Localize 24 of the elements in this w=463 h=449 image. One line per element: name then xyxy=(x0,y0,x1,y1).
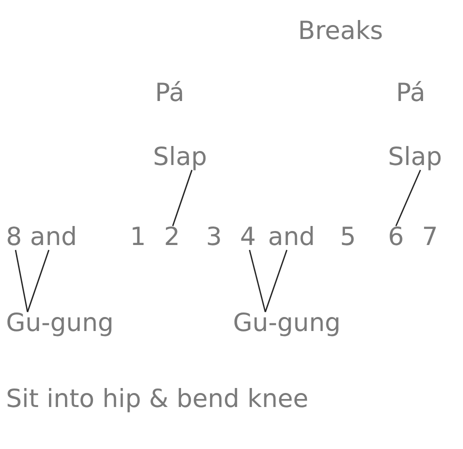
heading: Breaks xyxy=(298,16,384,46)
count-number: 2 xyxy=(164,222,180,252)
count-number: 1 xyxy=(130,222,146,252)
leader-line xyxy=(172,170,192,226)
count-number: 6 xyxy=(388,222,404,252)
leader-line xyxy=(395,170,421,226)
count-number: 5 xyxy=(340,222,356,252)
beat-label: Slap xyxy=(388,142,442,172)
beat-label: Gu-gung xyxy=(233,308,341,338)
count-word: and xyxy=(30,222,78,252)
syllable-label: Pá xyxy=(155,78,184,108)
count-number: 8 xyxy=(6,222,22,252)
beat-label: Slap xyxy=(153,142,208,172)
leader-line xyxy=(14,250,28,312)
count-number: 4 xyxy=(240,222,256,252)
leader-line xyxy=(26,250,50,312)
count-word: and xyxy=(268,222,316,252)
syllable-label: Pá xyxy=(396,78,426,108)
count-number: 3 xyxy=(206,222,222,252)
instruction-text: Sit into hip & bend knee xyxy=(6,384,308,414)
count-number: 7 xyxy=(422,222,438,252)
beat-label: Gu-gung xyxy=(6,308,114,338)
leader-line xyxy=(264,250,288,312)
leader-line xyxy=(248,250,266,312)
